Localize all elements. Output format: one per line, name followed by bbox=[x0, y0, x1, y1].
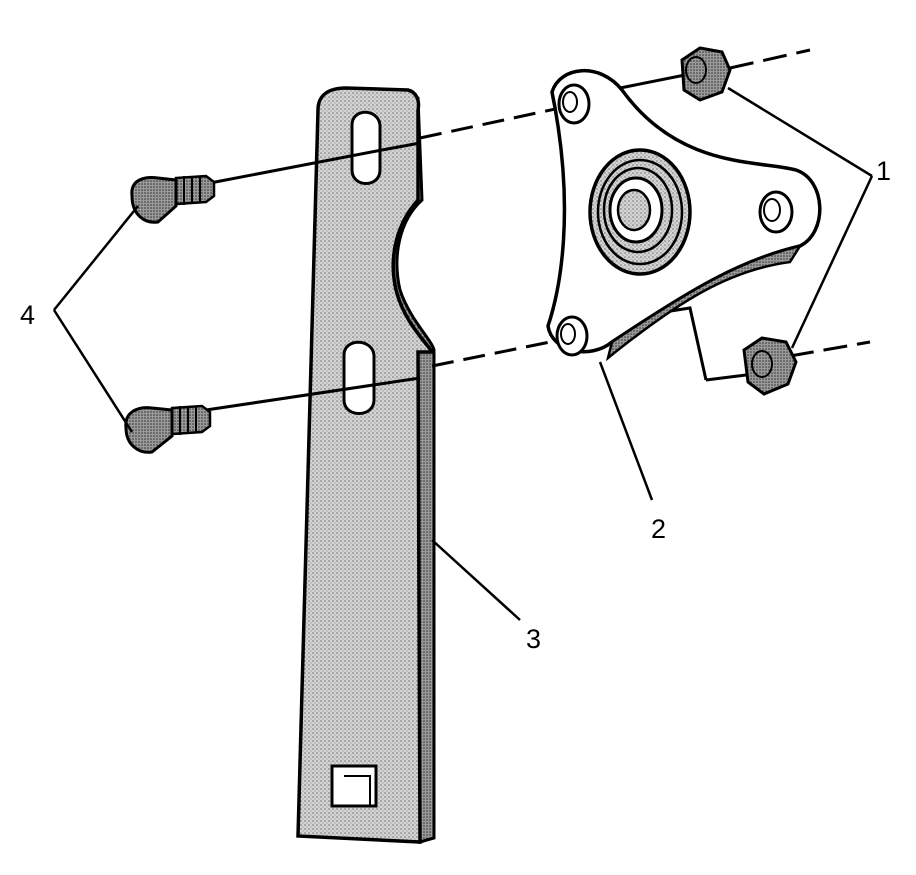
lower-bolt bbox=[124, 376, 421, 454]
callout-4-label: 4 bbox=[20, 300, 35, 330]
callout-1-label: 1 bbox=[876, 156, 891, 186]
strap-lower-slot bbox=[342, 340, 376, 415]
bracket-bushing bbox=[588, 148, 692, 276]
strap-upper-slot bbox=[350, 110, 382, 185]
upper-bolt bbox=[130, 141, 421, 224]
callout-3-label: 3 bbox=[526, 624, 541, 654]
bracket-part bbox=[546, 68, 822, 362]
lower-nut bbox=[742, 336, 798, 396]
strap-part bbox=[296, 86, 436, 844]
callout-2-label: 2 bbox=[651, 514, 666, 544]
strap-front-face bbox=[296, 86, 436, 844]
upper-nut bbox=[680, 46, 732, 102]
leader-lines bbox=[52, 86, 874, 621]
strap-square-hole bbox=[330, 764, 378, 808]
